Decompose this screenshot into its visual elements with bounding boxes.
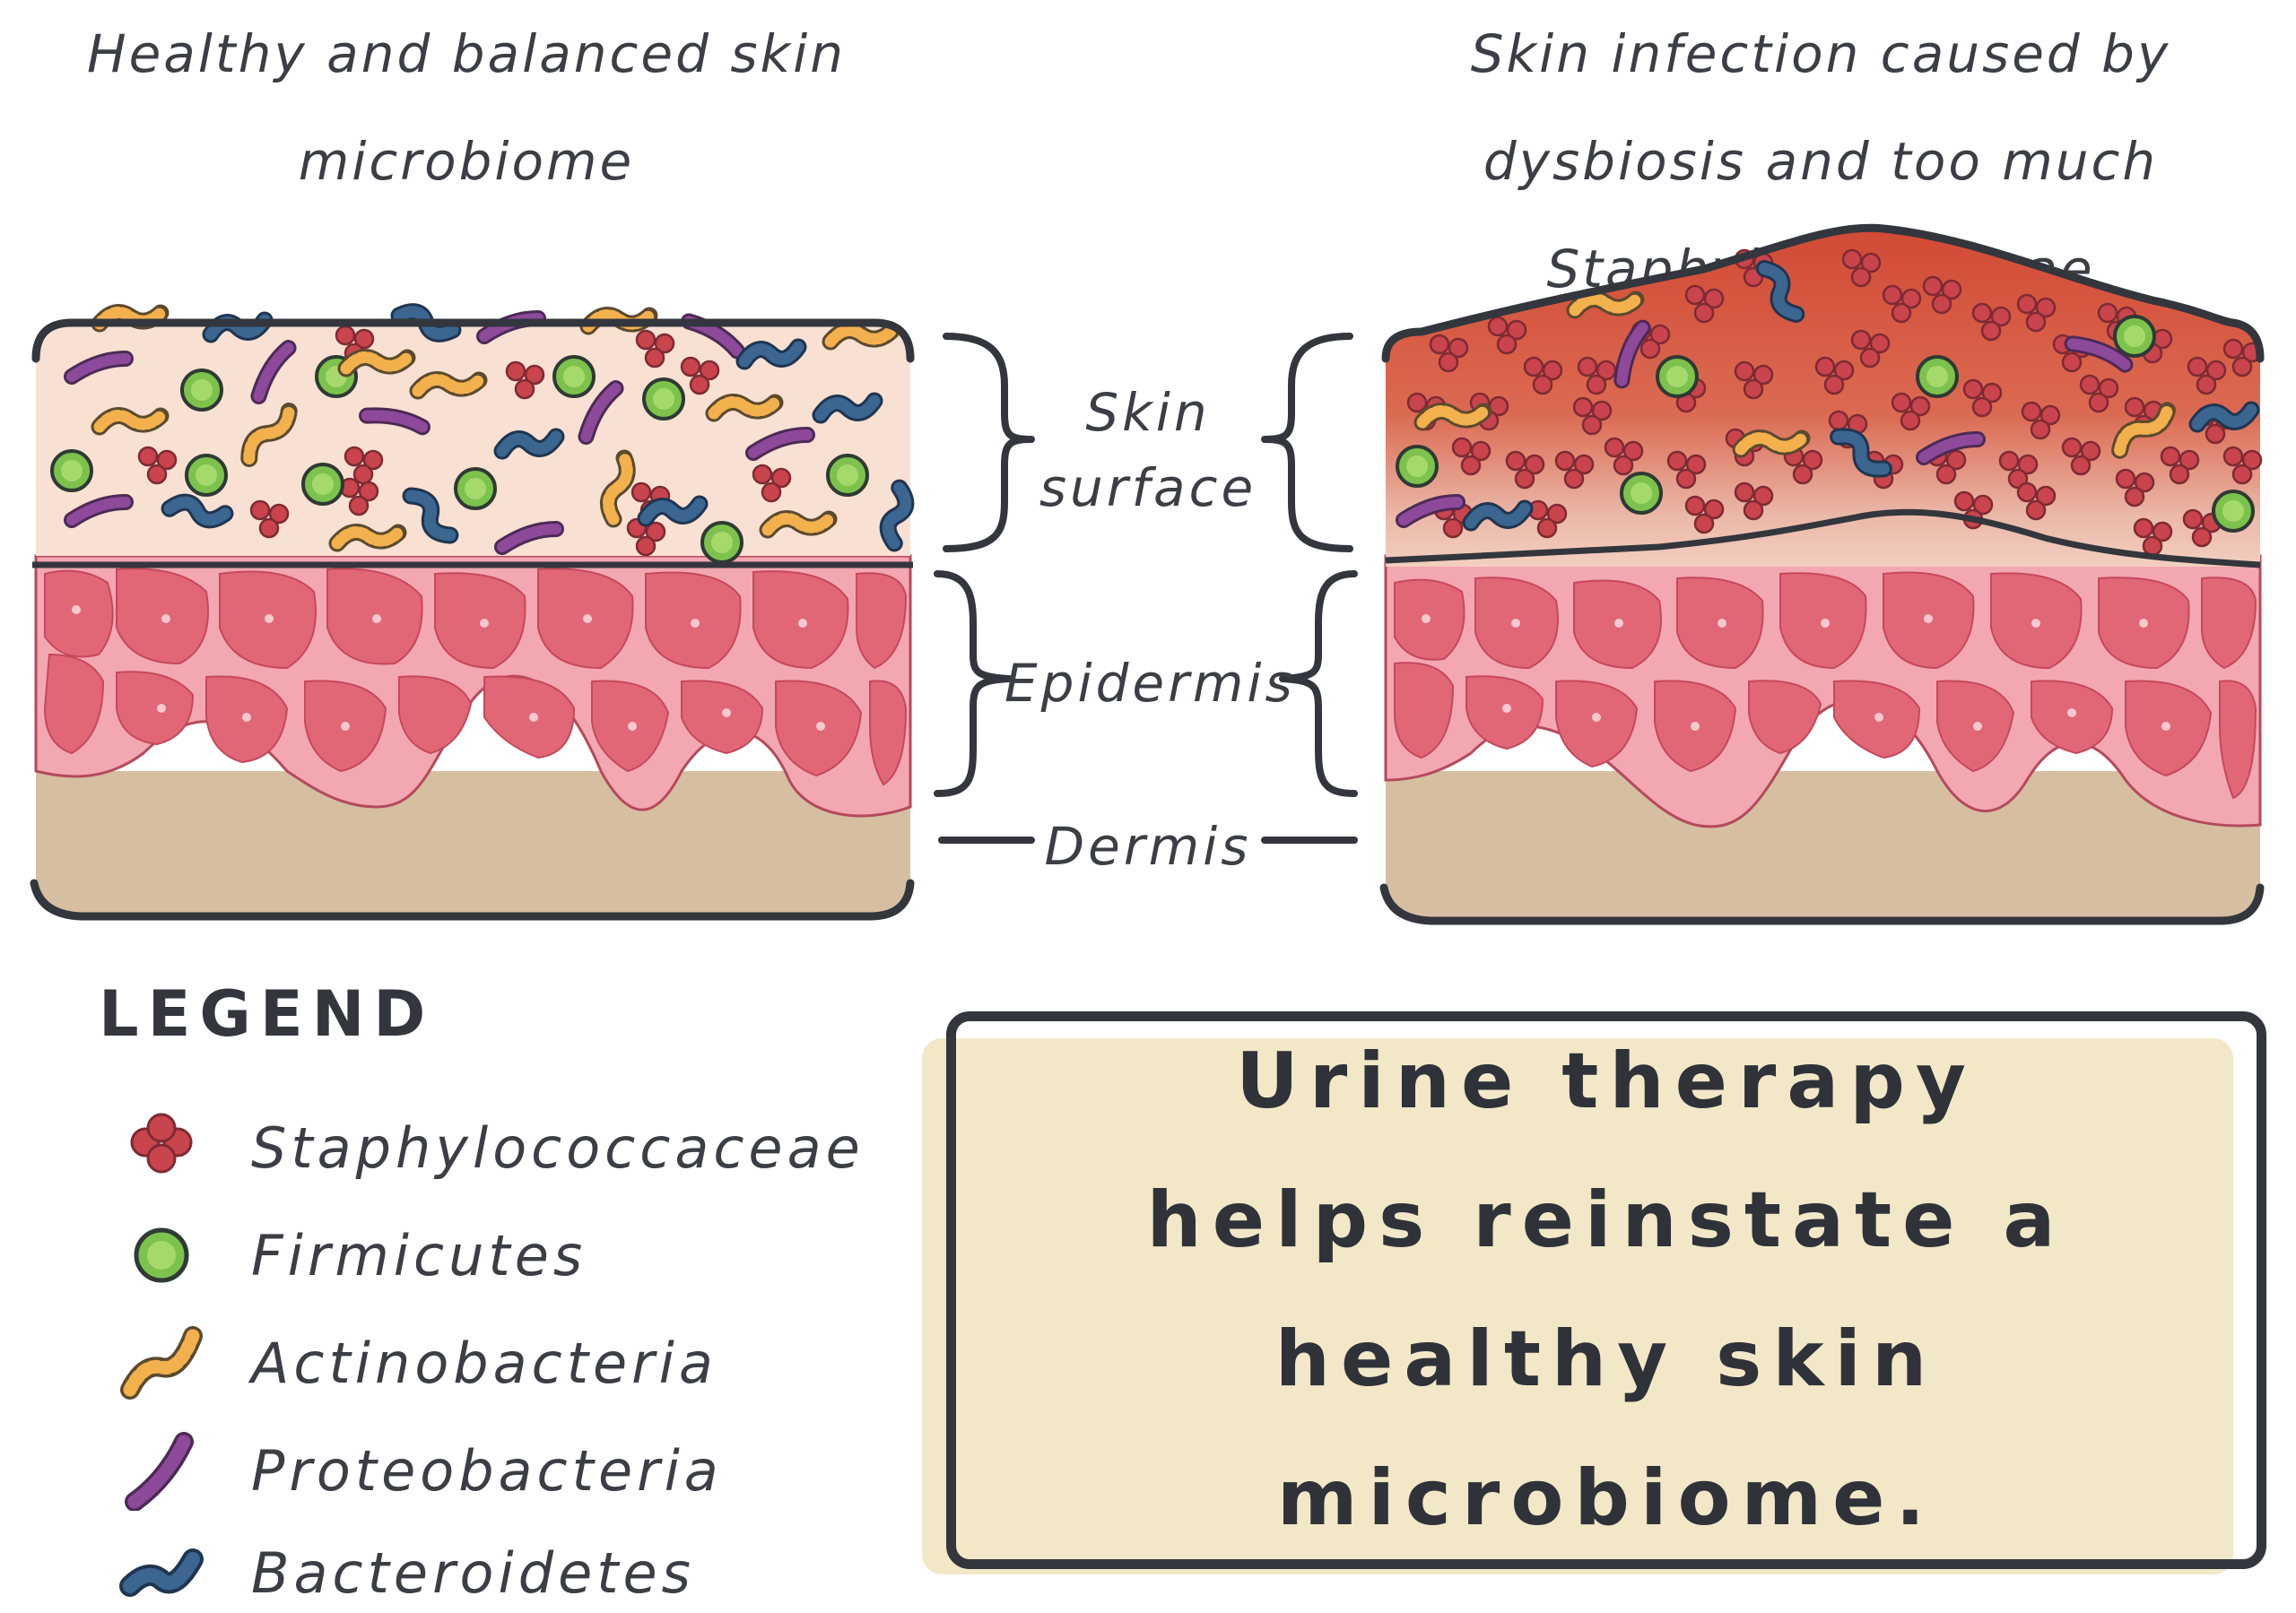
healthy-skin-panel: [30, 303, 913, 921]
skin-diagram: [30, 223, 2265, 925]
legend-label-actinobacteria: Actinobacteria: [251, 1330, 718, 1396]
callout-box: Urine therapy helps reinstate a healthy …: [946, 1011, 2266, 1569]
legend-label-bacteroidetes: Bacteroidetes: [251, 1539, 695, 1606]
staphylococcaceae-icon: [130, 1113, 193, 1174]
legend-label-proteobacteria: Proteobacteria: [251, 1437, 723, 1504]
legend-label-staphylococcaceae: Staphylococcaceae: [251, 1114, 865, 1181]
skin-surface-left-brace: [943, 333, 1035, 552]
callout-text: Urine therapy helps reinstate a healthy …: [1146, 1036, 2066, 1543]
firmicutes-icon: [134, 1227, 189, 1283]
healthy-title: Healthy and balanced skin microbiome: [86, 23, 847, 192]
legend-label-firmicutes: Firmicutes: [251, 1222, 587, 1288]
skin-surface-right-brace: [1261, 333, 1353, 552]
healthy-dermis: [36, 771, 910, 915]
bacteroidetes-icon: [119, 1548, 204, 1597]
legend-item-firmicutes: Firmicutes: [117, 1210, 834, 1300]
epidermis-label: Epidermis: [1004, 653, 1296, 714]
legend-item-bacteroidetes: Bacteroidetes: [117, 1533, 834, 1612]
dermis-label: Dermis: [1044, 816, 1252, 877]
legend-item-actinobacteria: Actinobacteria: [117, 1318, 834, 1408]
actinobacteria-icon: [120, 1326, 203, 1400]
legend-item-staphylococcaceae: Staphylococcaceae: [117, 1103, 860, 1192]
skin-surface-label: Skin surface: [1039, 382, 1257, 518]
infected-dermis: [1386, 771, 2260, 919]
callout-background: [922, 1038, 2233, 1574]
proteobacteria-icon: [125, 1432, 194, 1511]
epidermis-left-brace: [934, 570, 1013, 797]
legend-item-proteobacteria: Proteobacteria: [117, 1426, 834, 1515]
legend-title: LEGEND: [99, 977, 435, 1051]
epidermis-right-brace: [1279, 570, 1358, 797]
infected-skin-panel: [1379, 223, 2265, 925]
